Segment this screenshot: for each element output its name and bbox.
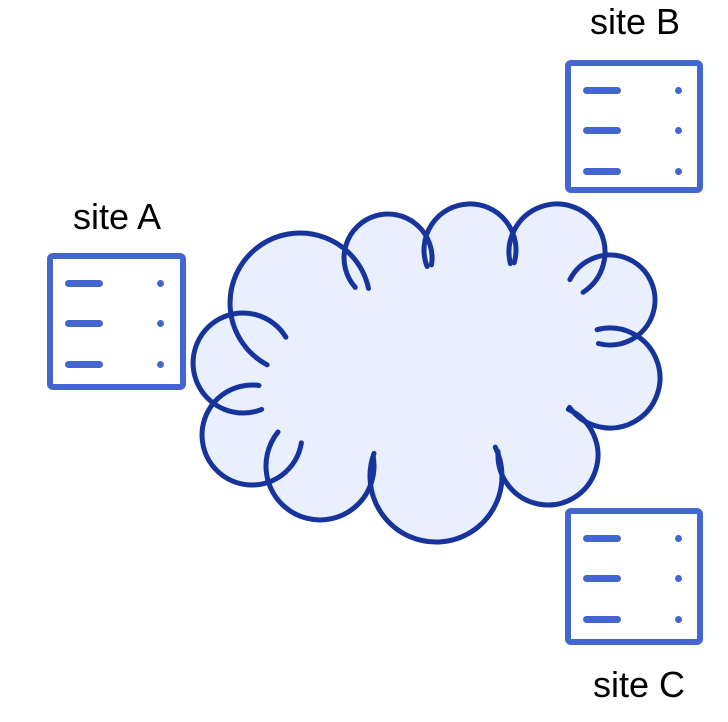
bullet-dot-icon — [675, 127, 682, 134]
list-line-icon — [583, 616, 621, 623]
list-line-icon — [583, 127, 621, 134]
site-c-node — [565, 508, 703, 645]
bullet-dot-icon — [157, 320, 164, 327]
list-line-icon — [583, 575, 621, 582]
bullet-dot-icon — [675, 575, 682, 582]
site-a-label: site A — [72, 196, 162, 237]
site-a-node — [47, 253, 186, 390]
bullet-dot-icon — [675, 87, 682, 94]
site-b-label: site B — [589, 1, 681, 42]
list-line-icon — [65, 280, 103, 287]
list-line-icon — [65, 320, 103, 327]
list-line-icon — [65, 361, 103, 368]
site-b-node — [565, 60, 703, 193]
site-c-label: site C — [592, 664, 686, 705]
bullet-dot-icon — [675, 535, 682, 542]
list-line-icon — [583, 535, 621, 542]
bullet-dot-icon — [675, 616, 682, 623]
bullet-dot-icon — [675, 168, 682, 175]
list-line-icon — [583, 87, 621, 94]
bullet-dot-icon — [157, 361, 164, 368]
list-line-icon — [583, 168, 621, 175]
bullet-dot-icon — [157, 280, 164, 287]
